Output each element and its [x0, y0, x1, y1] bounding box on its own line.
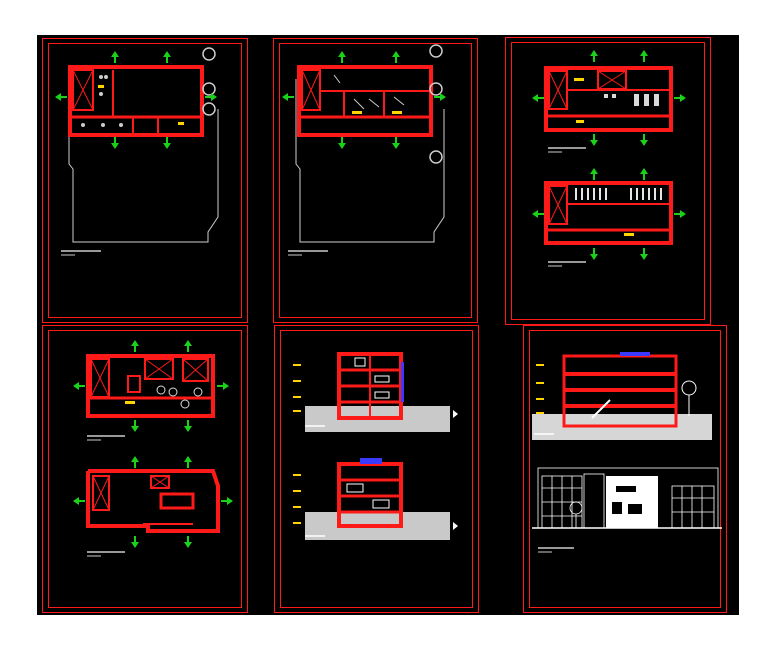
upper-floor-plans [532, 50, 686, 267]
floor-and-roof-plans [73, 340, 233, 557]
sheet-border [48, 43, 242, 318]
building-sections [293, 352, 458, 540]
drawing-sheet-1[interactable] [42, 38, 248, 323]
drawing-model-space [37, 35, 739, 615]
drawing-sheet-6[interactable] [523, 325, 727, 613]
sheet-border [529, 330, 721, 608]
sheet-border [279, 43, 472, 318]
drawing-sheet-3[interactable] [505, 37, 711, 325]
drawing-sheet-5[interactable] [274, 325, 479, 613]
sheet-border [280, 330, 473, 608]
sheet-border [511, 42, 705, 320]
ground-floor-site-plan [55, 47, 219, 256]
section-and-elevation [532, 352, 722, 553]
drawing-sheet-2[interactable] [273, 38, 478, 323]
sheet-border [48, 330, 242, 608]
first-floor-site-plan [282, 44, 446, 256]
drawing-sheet-4[interactable] [42, 325, 248, 613]
